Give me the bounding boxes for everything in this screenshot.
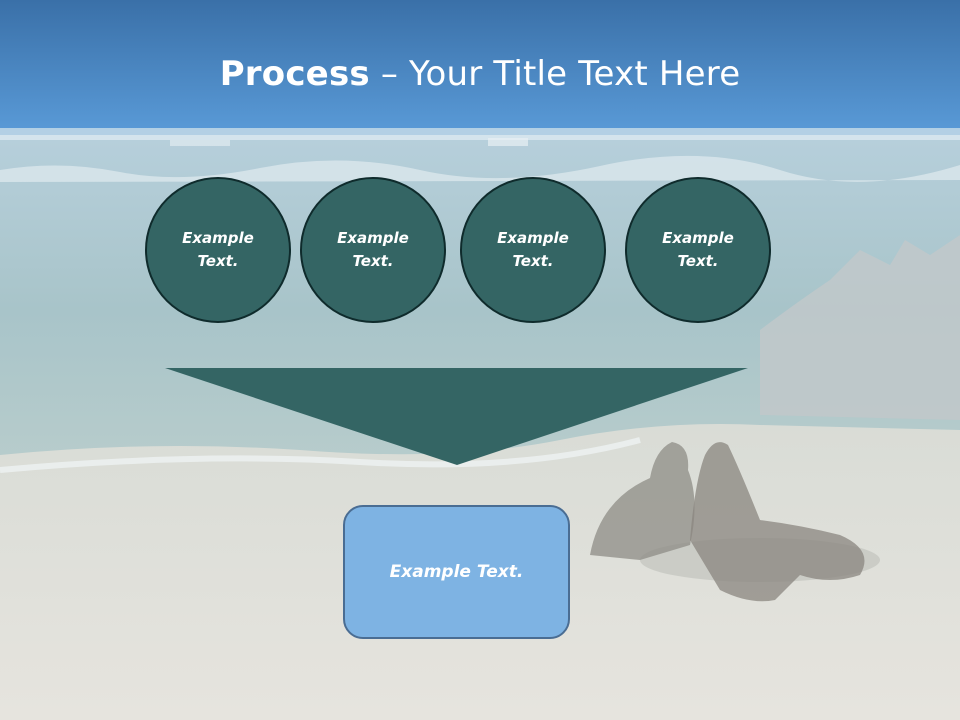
slide-title: Process – Your Title Text Here — [0, 52, 960, 96]
process-step-circle-4[interactable]: Example Text. — [625, 177, 771, 323]
process-step-circle-1[interactable]: Example Text. — [145, 177, 291, 323]
process-step-circle-2[interactable]: Example Text. — [300, 177, 446, 323]
result-box[interactable]: Example Text. — [343, 505, 570, 639]
title-regular-part: – Your Title Text Here — [369, 54, 741, 94]
title-bold-part: Process — [219, 54, 370, 94]
funnel-arrow — [165, 368, 748, 465]
process-step-circle-3[interactable]: Example Text. — [460, 177, 606, 323]
